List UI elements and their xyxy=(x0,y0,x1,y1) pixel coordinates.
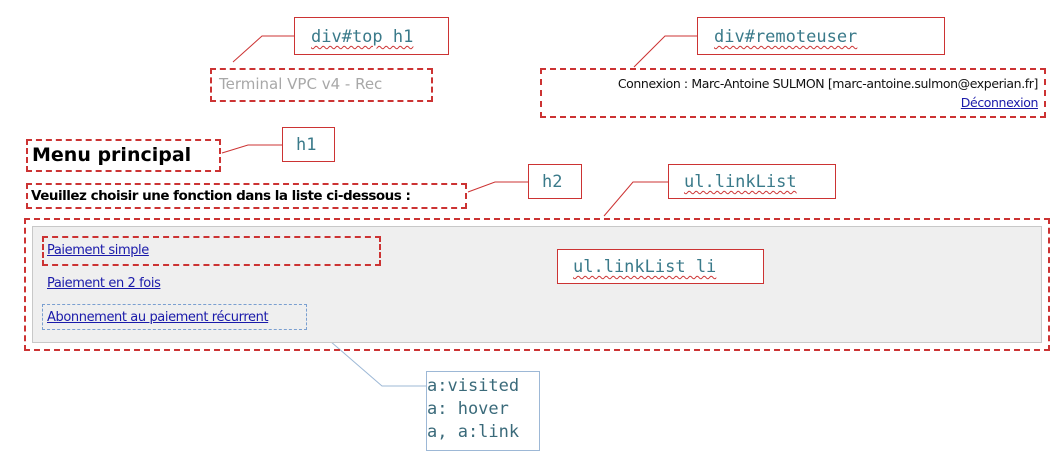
callout-h1: h1 xyxy=(282,127,335,162)
linklist-box xyxy=(24,218,1050,351)
callout-linklist: ul.linkList xyxy=(668,164,836,199)
callout-remoteuser-text: div#remoteuser xyxy=(714,27,858,47)
callout-linklist-li: ul.linkList li xyxy=(557,249,764,284)
connexion-text: Connexion : Marc-Antoine SULMON [marc-an… xyxy=(617,76,1039,91)
remoteuser-box: Connexion : Marc-Antoine SULMON [marc-an… xyxy=(540,68,1046,118)
linklist-background xyxy=(32,226,1042,343)
callout-pseudo: a:visited a: hover a, a:link xyxy=(426,371,540,451)
callout-h2: h2 xyxy=(528,164,582,199)
callout-top-h1: div#top h1 xyxy=(294,17,449,55)
page-title: Menu principal xyxy=(32,144,192,166)
callout-top-h1-text: div#top h1 xyxy=(311,27,414,47)
app-title: Terminal VPC v4 - Rec xyxy=(219,75,383,93)
linklist-li-box xyxy=(42,236,381,266)
link-abonnement[interactable]: Abonnement au paiement récurrent xyxy=(47,310,269,325)
logout-link[interactable]: Déconnexion xyxy=(960,95,1039,110)
callout-h2-text: h2 xyxy=(542,172,563,192)
link-paiement-2-fois[interactable]: Paiement en 2 fois xyxy=(47,276,161,291)
top-h1-box: Terminal VPC v4 - Rec xyxy=(210,68,433,102)
callout-linklist-text: ul.linkList xyxy=(684,172,797,192)
h1-box: Menu principal xyxy=(26,139,221,172)
callout-remoteuser: div#remoteuser xyxy=(697,17,945,55)
page-subtitle: Veuillez choisir une fonction dans la li… xyxy=(31,188,411,204)
callout-pseudo-hover: a: hover xyxy=(427,399,509,419)
h2-box: Veuillez choisir une fonction dans la li… xyxy=(26,183,467,209)
callout-linklist-li-text: ul.linkList li xyxy=(573,257,717,277)
callout-pseudo-visited: a:visited xyxy=(427,376,520,396)
link-hover-box xyxy=(42,304,307,330)
link-paiement-simple[interactable]: Paiement simple xyxy=(47,243,149,258)
callout-pseudo-link: a, a:link xyxy=(427,422,520,442)
callout-h1-text: h1 xyxy=(296,135,317,155)
